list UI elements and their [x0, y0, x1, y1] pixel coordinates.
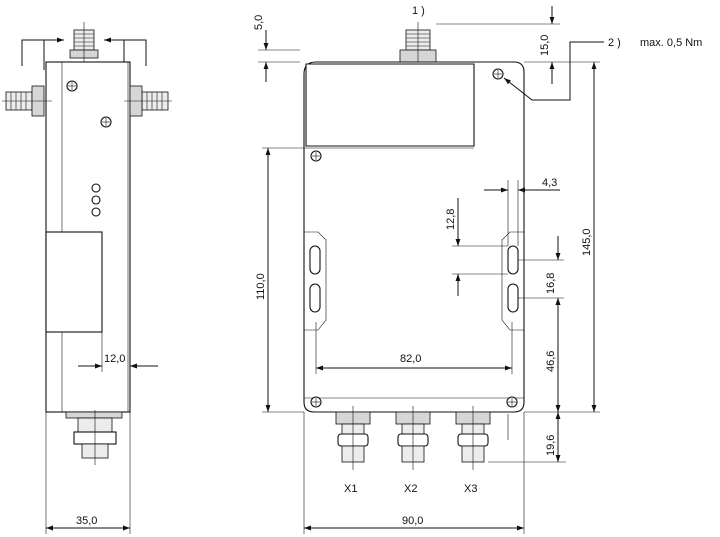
connector-x3-label: X3: [464, 483, 477, 495]
front-top-connector: [399, 22, 437, 72]
front-screw-br: [506, 396, 518, 408]
dim-bottom-connector-label: 19,6: [545, 435, 557, 456]
side-left-connector: [2, 85, 52, 117]
dim-side-depth-label: 12,0: [104, 353, 125, 365]
dim-slot-length-label: 12,8: [445, 209, 457, 230]
status-leds: [91, 183, 101, 217]
dim-connector-height: 15,0: [436, 6, 600, 84]
dim-total-width: 90,0: [303, 412, 525, 534]
front-screw-bl: [310, 396, 322, 408]
rotation-arrows: [21, 37, 147, 70]
front-housing: [303, 61, 525, 413]
connector-x1: [335, 406, 371, 470]
callout-2: 2 ) max. 0,5 Nm: [503, 37, 702, 101]
front-screw-tr: [492, 68, 504, 80]
dim-top-offset-label: 5,0: [253, 15, 265, 30]
front-view: X1 X2 X3 1 ) 2 ) max. 0,5 Nm 5,0 15,0: [253, 5, 702, 534]
dim-hole-spacing-label: 82,0: [400, 353, 421, 365]
torque-label: max. 0,5 Nm: [640, 37, 702, 49]
dim-lower-height: 110,0: [255, 147, 306, 413]
front-screw-ml: [310, 150, 322, 162]
connector-x3: [455, 406, 509, 470]
dim-hole-spacing: 82,0: [315, 322, 513, 374]
dim-lower-height-label: 110,0: [255, 273, 267, 300]
dim-slot-width-label: 4,3: [542, 177, 557, 189]
dim-slot-to-bottom-label: 46,6: [545, 351, 557, 372]
side-right-connector: [124, 85, 172, 117]
callout-2-label: 2 ): [608, 37, 621, 49]
side-top-connector: [69, 22, 99, 64]
connector-x2-label: X2: [404, 483, 417, 495]
callout-1-label: 1 ): [412, 5, 425, 17]
dim-slot-width: 4,3: [484, 177, 560, 246]
side-view: 12,0 35,0: [2, 22, 172, 534]
dim-connector-height-label: 15,0: [539, 35, 551, 56]
side-screw-mid: [100, 116, 112, 128]
dim-total-height: 145,0: [524, 62, 600, 413]
dim-slot-length: 12,8: [445, 198, 508, 296]
dim-top-offset: 5,0: [253, 15, 300, 82]
callout-1: 1 ): [412, 5, 425, 17]
label-area: [305, 63, 475, 147]
side-screw-top: [66, 80, 78, 92]
dim-total-width-label: 90,0: [402, 515, 423, 527]
connector-x1-label: X1: [344, 483, 357, 495]
dim-slot-gap: 16,8: [518, 236, 564, 312]
dim-total-height-label: 145,0: [581, 228, 593, 256]
dim-bottom-connector: 19,6: [488, 412, 566, 463]
dim-side-width-label: 35,0: [76, 515, 97, 527]
connector-x2: [395, 406, 431, 470]
dim-slot-to-bottom: 46,6: [545, 298, 561, 412]
dim-slot-gap-label: 16,8: [545, 273, 557, 294]
mounting-slots-right: [501, 231, 524, 331]
dim-side-depth: 12,0: [78, 332, 158, 372]
side-bottom-connector: [65, 410, 123, 465]
mounting-slots-left: [304, 231, 327, 331]
dim-side-width: 35,0: [45, 412, 131, 534]
